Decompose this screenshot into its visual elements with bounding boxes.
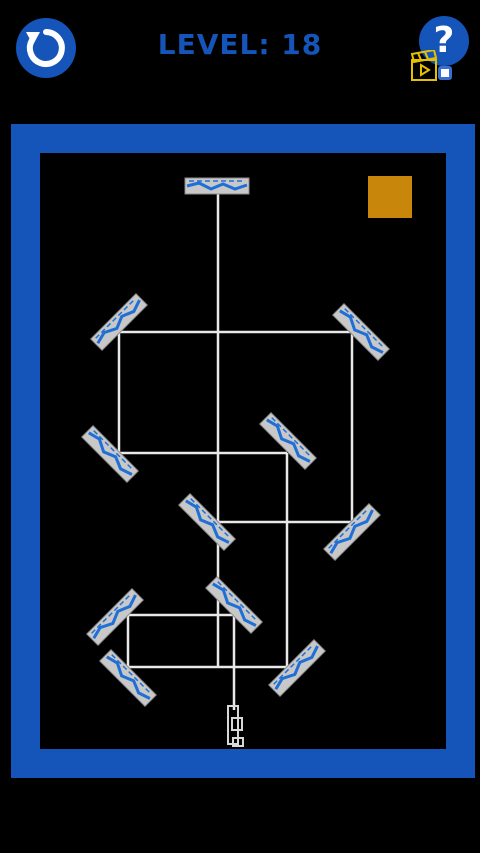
mirror[interactable] <box>323 503 381 561</box>
restart-button[interactable] <box>16 18 76 78</box>
restart-arrow-icon <box>26 29 65 67</box>
mirror[interactable] <box>268 639 326 697</box>
laser-emitter[interactable] <box>227 705 244 747</box>
question-mark-icon: ? <box>433 20 455 61</box>
mirror[interactable] <box>184 177 250 195</box>
mirror[interactable] <box>178 493 236 551</box>
level-title: LEVEL: 18 <box>0 28 480 61</box>
goal-target <box>368 176 412 218</box>
clapperboard-video-icon <box>410 48 452 81</box>
mirrors <box>81 177 390 707</box>
laser-beams <box>117 194 354 710</box>
level-label: LEVEL: <box>157 28 271 61</box>
mirror[interactable] <box>205 576 263 634</box>
mirror[interactable] <box>99 649 157 707</box>
watch-video-hint-button[interactable] <box>410 48 458 86</box>
level-number: 18 <box>281 28 323 61</box>
mirror[interactable] <box>332 303 390 361</box>
mirror[interactable] <box>86 588 144 646</box>
mirror[interactable] <box>259 412 317 470</box>
mirror[interactable] <box>90 293 148 351</box>
mirror[interactable] <box>81 425 139 483</box>
